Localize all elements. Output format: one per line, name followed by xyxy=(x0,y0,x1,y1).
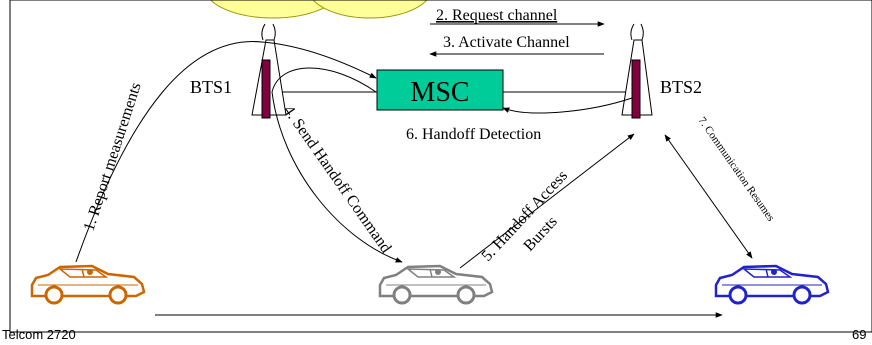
handoff-detection-label: 6. Handoff Detection xyxy=(406,126,541,143)
request-channel-label: 2. Request channel xyxy=(436,7,558,24)
bts1-tower-icon xyxy=(251,23,287,119)
msc-box xyxy=(376,69,504,111)
activate-channel-label: 3. Activate Channel xyxy=(443,34,570,51)
cell-coverage-right xyxy=(312,0,428,19)
send-handoff-command-arrow xyxy=(271,67,403,263)
diagram-frame xyxy=(9,0,872,333)
communication-resumes-arrow xyxy=(664,134,753,259)
bts1-label: BTS1 xyxy=(190,77,232,97)
handoff-detection-arrow xyxy=(502,97,633,114)
report-measurements-label: 1. Report measurements xyxy=(81,80,145,233)
send-handoff-command-label: 4. Send Handoff Command xyxy=(280,103,395,257)
communication-resumes-label: 7. Communication Resumes xyxy=(696,115,777,224)
footer-page-number: 69 xyxy=(852,327,867,342)
car-middle-icon xyxy=(378,264,494,305)
bts2-label: BTS2 xyxy=(660,77,702,97)
bts2-tower-icon xyxy=(621,23,653,119)
report-measurements-arrow xyxy=(75,41,377,263)
footer-course-label: Telcom 2720 xyxy=(2,327,76,342)
msc-label: MSC xyxy=(410,77,469,108)
cell-coverage-group xyxy=(210,0,428,19)
cell-coverage-left xyxy=(210,0,336,19)
car-right-icon xyxy=(714,264,830,305)
handoff-access-arrow xyxy=(459,133,635,269)
handoff-access-label-line1: 5. Handoff Access xyxy=(478,167,571,264)
car-left-icon xyxy=(30,264,146,305)
